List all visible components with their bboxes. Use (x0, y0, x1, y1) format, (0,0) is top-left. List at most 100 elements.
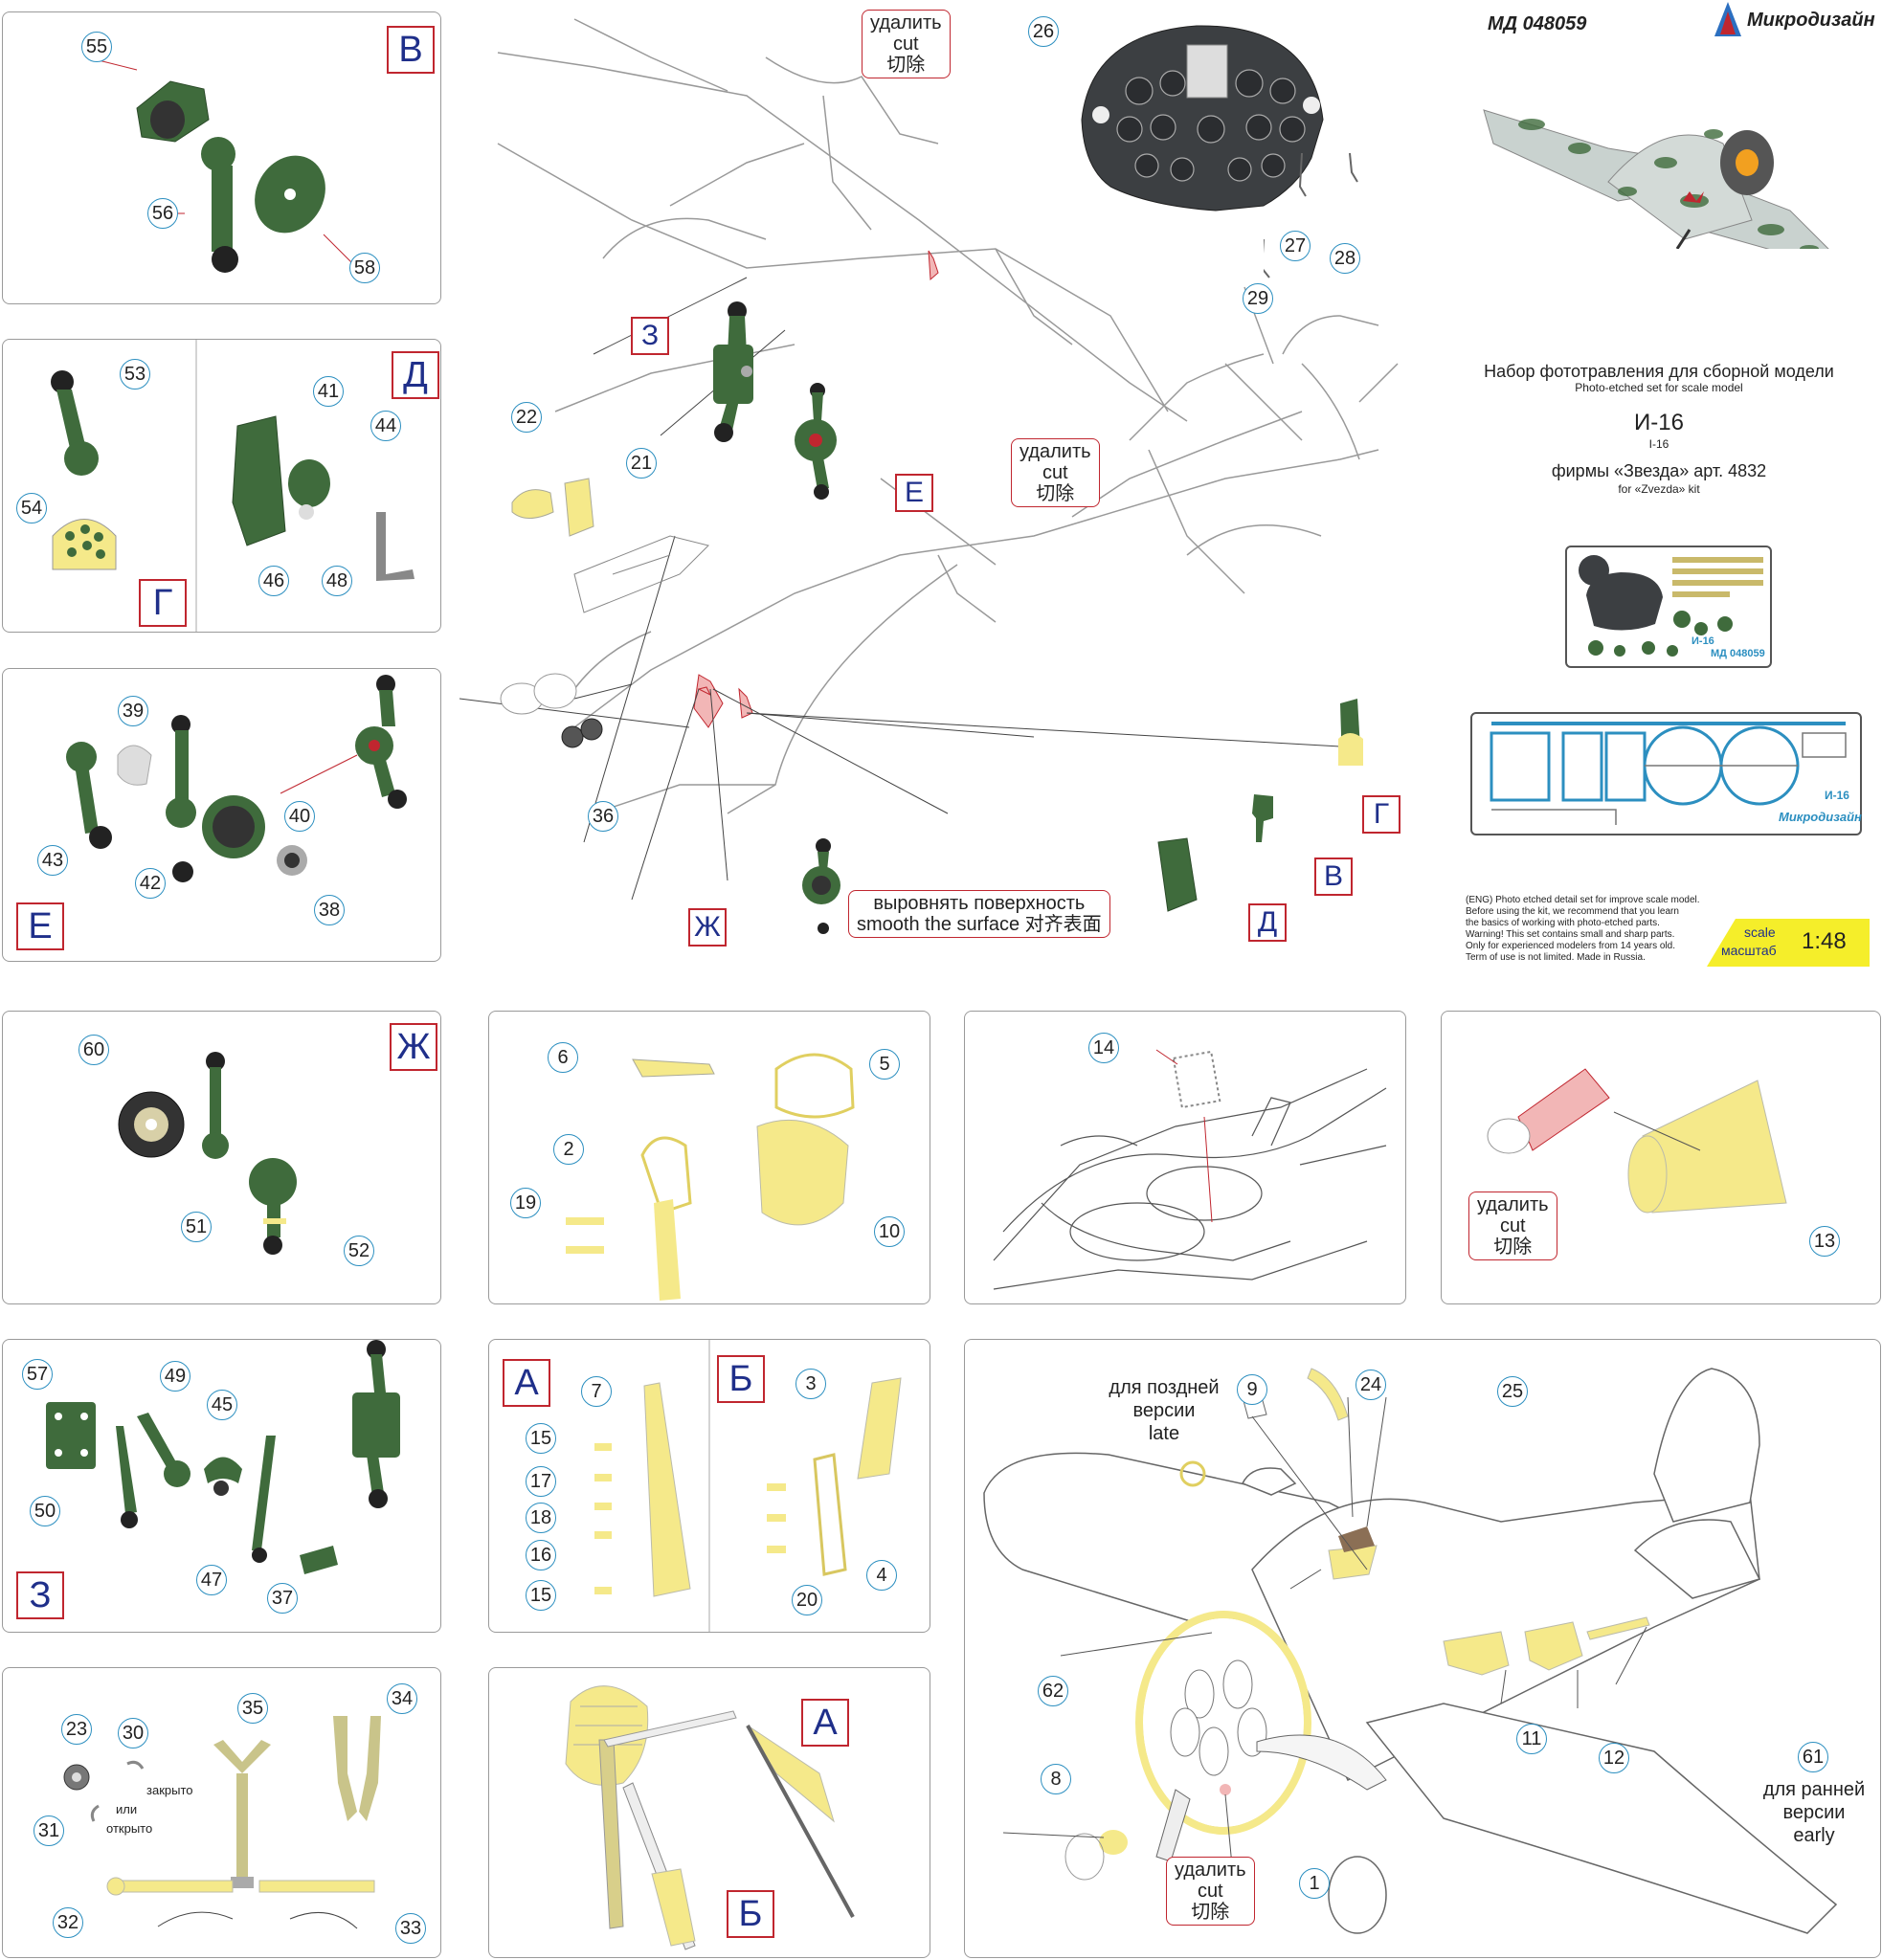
step-letter: В (1314, 858, 1353, 896)
fret-1: И-16 МД 048059 (1565, 546, 1772, 668)
panel-v-art (98, 59, 353, 273)
part-number: 6 (548, 1042, 578, 1073)
step-letter: Б (727, 1890, 774, 1938)
panel-g-d: 53 54 Г Д 41 44 46 48 (2, 339, 441, 633)
part-number: 33 (395, 1913, 426, 1944)
step-letter: Ж (688, 908, 727, 947)
part-number: 34 (387, 1683, 417, 1714)
part-number: 41 (313, 376, 344, 407)
panel-v: 55 56 58 В (2, 11, 441, 304)
step-letter: Г (139, 579, 187, 627)
part-number: 56 (147, 198, 178, 229)
brand-logo-icon (1714, 2, 1741, 36)
title-ru: Набор фототравления для сборной модели (1484, 362, 1834, 381)
step-letter: З (16, 1571, 64, 1619)
part-number: 38 (314, 895, 345, 925)
header-area: МД 048059 Микродизайн Набор фототравлени… (1436, 0, 1882, 967)
part-number: 35 (237, 1693, 268, 1724)
part-number: 29 (1243, 283, 1273, 314)
fuselage-art (459, 18, 1399, 934)
scale-badge (1707, 919, 1870, 967)
part-number: 50 (30, 1496, 60, 1526)
part-number: 14 (1088, 1033, 1119, 1063)
part-number: 60 (78, 1035, 109, 1065)
part-number: 57 (22, 1359, 53, 1390)
panel-a-b-art (594, 1340, 902, 1632)
fret-2-art (1490, 722, 1847, 825)
part-number: 15 (526, 1423, 556, 1454)
part-number: 37 (267, 1583, 298, 1614)
part-number: 8 (1041, 1764, 1071, 1794)
kit-en: for «Zvezda» kit (1618, 482, 1700, 496)
panel-a-b: А Б 7 15 17 18 16 15 3 4 20 (488, 1339, 930, 1633)
part-number: 62 (1038, 1676, 1068, 1706)
part-number: 24 (1355, 1370, 1386, 1400)
part-number: 27 (1280, 231, 1311, 261)
panel-zh: 60 51 52 Ж (2, 1011, 441, 1304)
part-number: 28 (1330, 243, 1360, 274)
part-number: 25 (1497, 1376, 1528, 1407)
part-number: 10 (874, 1216, 905, 1247)
panel-parts-2-10-art (566, 1053, 855, 1301)
part-number: 12 (1599, 1743, 1629, 1773)
part-number: 11 (1516, 1724, 1547, 1754)
panel-aircraft-art (983, 1368, 1838, 1934)
part-number: 20 (792, 1585, 822, 1615)
part-number: 2 (553, 1134, 584, 1165)
part-number: 53 (120, 359, 150, 390)
panel-belts: 23 30 35 34 31 32 33 закрыто или открыто (2, 1667, 441, 1958)
step-letter: Е (16, 902, 64, 950)
panel-part-14-art (993, 1049, 1387, 1290)
part-number: 22 (511, 402, 542, 433)
step-letter: Г (1362, 795, 1400, 834)
step-letter: Д (392, 351, 439, 399)
open-label: открыто (106, 1821, 153, 1836)
part-number: 39 (118, 696, 148, 726)
or-label: или (116, 1802, 138, 1816)
step-letter: А (503, 1359, 550, 1407)
fret-2: И-16 Микродизайн (1470, 712, 1862, 835)
aircraft-render (1483, 109, 1829, 249)
title-en: Photo-etched set for scale model (1575, 381, 1743, 394)
panel-seat: А Б (488, 1667, 930, 1958)
panel-z: 57 49 45 50 47 37 З (2, 1339, 441, 1633)
part-number: 45 (207, 1390, 237, 1420)
panel-part-13-art (1487, 1068, 1787, 1214)
part-number: 9 (1237, 1374, 1267, 1405)
model-en: I-16 (1648, 437, 1669, 451)
part-number: 17 (526, 1466, 556, 1497)
scale-label-ru: масштаб (1721, 943, 1777, 958)
part-number: 52 (344, 1236, 374, 1266)
part-number: 48 (322, 566, 352, 596)
fret-1-art (1579, 555, 1763, 657)
panel-belts-art (63, 1716, 381, 1929)
fret-1-code: МД 048059 (1711, 648, 1765, 659)
panel-e-art (66, 675, 407, 882)
part-number: 51 (181, 1212, 212, 1242)
panel-g-d-art (51, 340, 414, 632)
part-number: 19 (510, 1188, 541, 1218)
part-number: 55 (81, 32, 112, 62)
part-number: 3 (795, 1369, 826, 1399)
part-number: 1 (1299, 1868, 1330, 1899)
part-number: 44 (370, 411, 401, 441)
step-letter: Е (895, 474, 933, 512)
step-letter: В (387, 26, 435, 74)
step-letter: Д (1248, 903, 1287, 942)
part-number: 40 (284, 801, 315, 832)
part-number: 5 (869, 1049, 900, 1080)
panel-seat-art (565, 1685, 855, 1950)
part-number: 61 (1798, 1742, 1828, 1772)
step-letter: З (631, 317, 669, 355)
brand-name: Микродизайн (1747, 10, 1875, 31)
part-number: 7 (581, 1376, 612, 1407)
part-number: 46 (258, 566, 289, 596)
part-number: 15 (526, 1580, 556, 1611)
